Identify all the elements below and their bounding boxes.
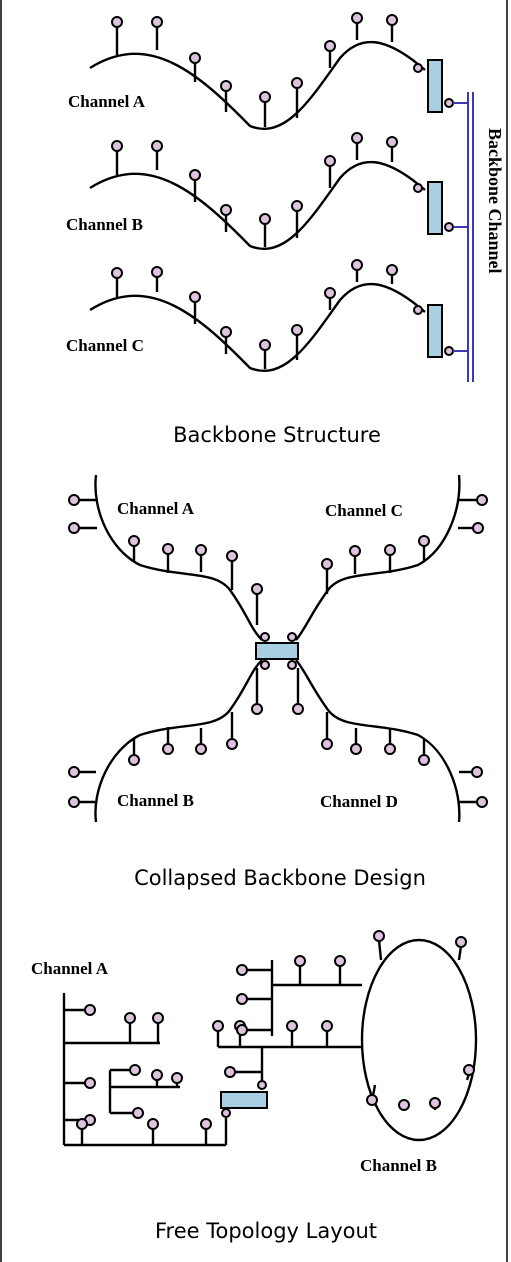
free-topology-caption: Free Topology Layout xyxy=(155,1219,377,1243)
collapsed-backbone-device xyxy=(255,632,299,670)
channel-c-segment xyxy=(295,474,488,641)
free-topology-network xyxy=(62,930,478,1147)
channel-b-label: Channel B xyxy=(360,1156,437,1175)
backbone-structure-section: Channel A Channel B Channel C Backbone C… xyxy=(66,12,505,447)
backbone-channel-bus xyxy=(453,92,474,382)
channel-b-label: Channel B xyxy=(66,215,143,234)
channel-c-label: Channel C xyxy=(66,336,144,355)
channel-a-segment xyxy=(68,474,263,641)
channel-a-label: Channel A xyxy=(68,92,146,111)
free-topology-section: Channel A Channel B Free Topology Layout xyxy=(31,930,478,1243)
channel-d-label: Channel D xyxy=(320,792,398,811)
channel-a-label: Channel A xyxy=(31,959,109,978)
channel-c-label: Channel C xyxy=(325,501,403,520)
channel-d-segment xyxy=(292,659,488,823)
collapsed-backbone-caption: Collapsed Backbone Design xyxy=(134,866,426,890)
channel-c-segment xyxy=(89,259,454,372)
channel-b-segment xyxy=(89,132,454,250)
channel-b-segment xyxy=(68,659,263,823)
collapsed-backbone-section: Channel A Channel C Channel B Channel D … xyxy=(68,474,488,890)
backbone-structure-caption: Backbone Structure xyxy=(173,423,381,447)
backbone-channel-label: Backbone Channel xyxy=(485,128,505,274)
channel-a-segment xyxy=(89,12,454,130)
channel-b-label: Channel B xyxy=(117,791,194,810)
channel-a-label: Channel A xyxy=(117,499,195,518)
